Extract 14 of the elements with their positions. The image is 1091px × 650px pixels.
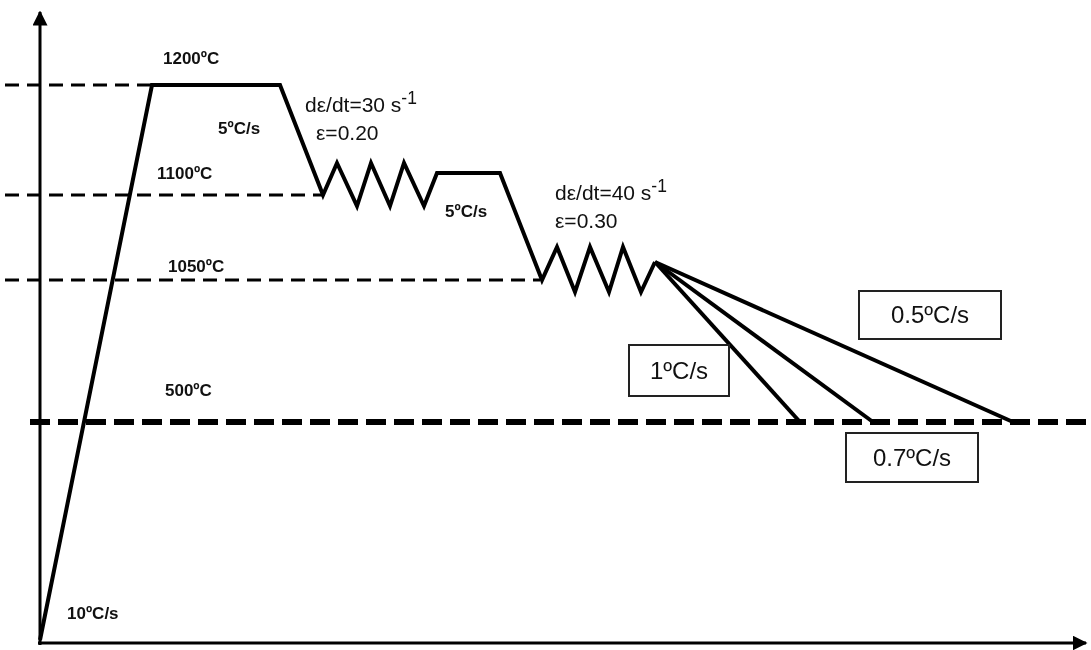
strain-rate-label: dε/dt=30 s$^{-1}$ — [305, 90, 417, 115]
temperature-label: 500ºC — [165, 382, 212, 399]
cooling-rate-label: 5ºC/s — [445, 203, 488, 220]
cooling-rate-box: 0.7ºC/s — [845, 432, 979, 483]
strain-rate-label: dε/dt=40 s$^{-1}$ — [555, 178, 667, 203]
cooling-rate-label: 5ºC/s — [218, 120, 261, 137]
heating-rate-label: 10ºC/s — [67, 605, 119, 622]
temperature-label: 1050ºC — [168, 258, 225, 275]
cooling-rate-box: 0.5ºC/s — [858, 290, 1002, 340]
temperature-label: 1200ºC — [163, 50, 220, 67]
strain-label: ε=0.30 — [555, 210, 618, 231]
cooling-rate-box: 1ºC/s — [628, 344, 730, 397]
temperature-label: 1100ºC — [157, 165, 213, 182]
strain-label: ε=0.20 — [316, 122, 379, 143]
